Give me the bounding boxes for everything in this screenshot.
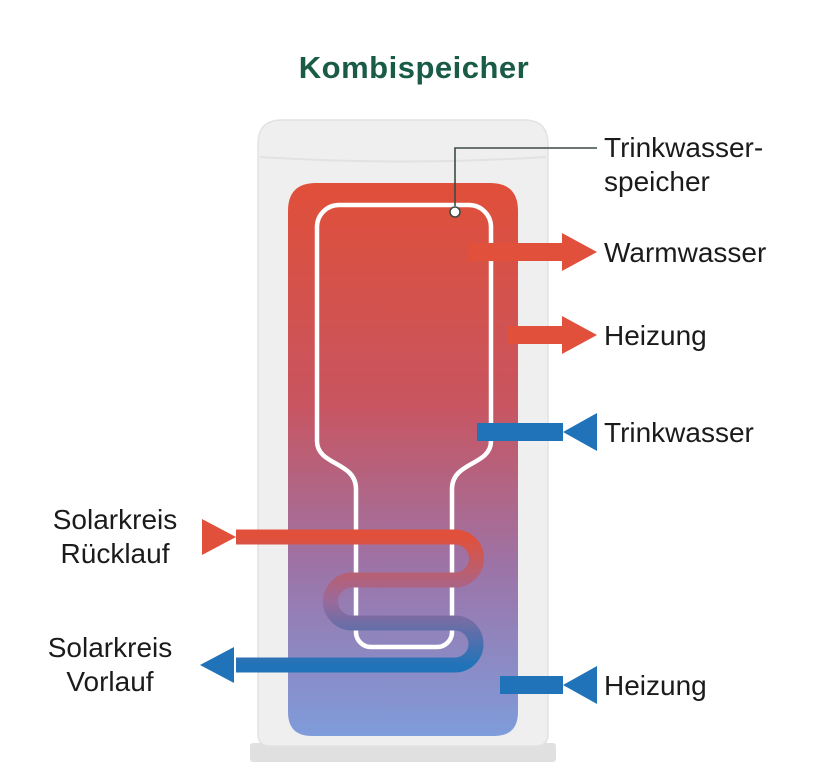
heating-return-arrow	[500, 666, 597, 704]
callout-line	[454, 147, 597, 206]
solar-coil	[236, 529, 484, 673]
label-drinking-water: Trinkwasser	[604, 417, 754, 448]
solar-return-arrow	[202, 519, 236, 555]
callout-marker	[449, 206, 461, 218]
inner-tank-outline	[314, 202, 494, 650]
label-inner-tank: Trinkwasser- speicher	[604, 131, 763, 199]
label-solar-flow-line1: Solarkreis	[47, 632, 173, 663]
label-solar-return-line1: Solarkreis	[52, 504, 178, 535]
tank-base	[250, 743, 556, 762]
drinking-water-arrow	[477, 413, 597, 451]
label-heating-supply: Heizung	[604, 320, 707, 351]
label-solar-return-line2: Rücklauf	[60, 538, 170, 569]
label-solar-return: Solarkreis Rücklauf	[40, 503, 190, 571]
tank-lid-seam	[259, 156, 547, 163]
solar-flow-arrow	[200, 647, 234, 683]
label-solar-flow: Solarkreis Vorlauf	[35, 631, 185, 699]
label-warm-water: Warmwasser	[604, 237, 767, 268]
label-inner-tank-line1: Trinkwasser-	[604, 132, 764, 163]
label-inner-tank-line2: speicher	[604, 166, 710, 197]
heating-supply-arrow	[507, 316, 597, 354]
label-solar-flow-line2: Vorlauf	[66, 666, 154, 697]
page-title: Kombispeicher	[298, 50, 530, 85]
label-heating-return: Heizung	[604, 670, 707, 701]
warm-water-arrow	[468, 233, 597, 271]
tank-gradient-body	[288, 183, 518, 736]
